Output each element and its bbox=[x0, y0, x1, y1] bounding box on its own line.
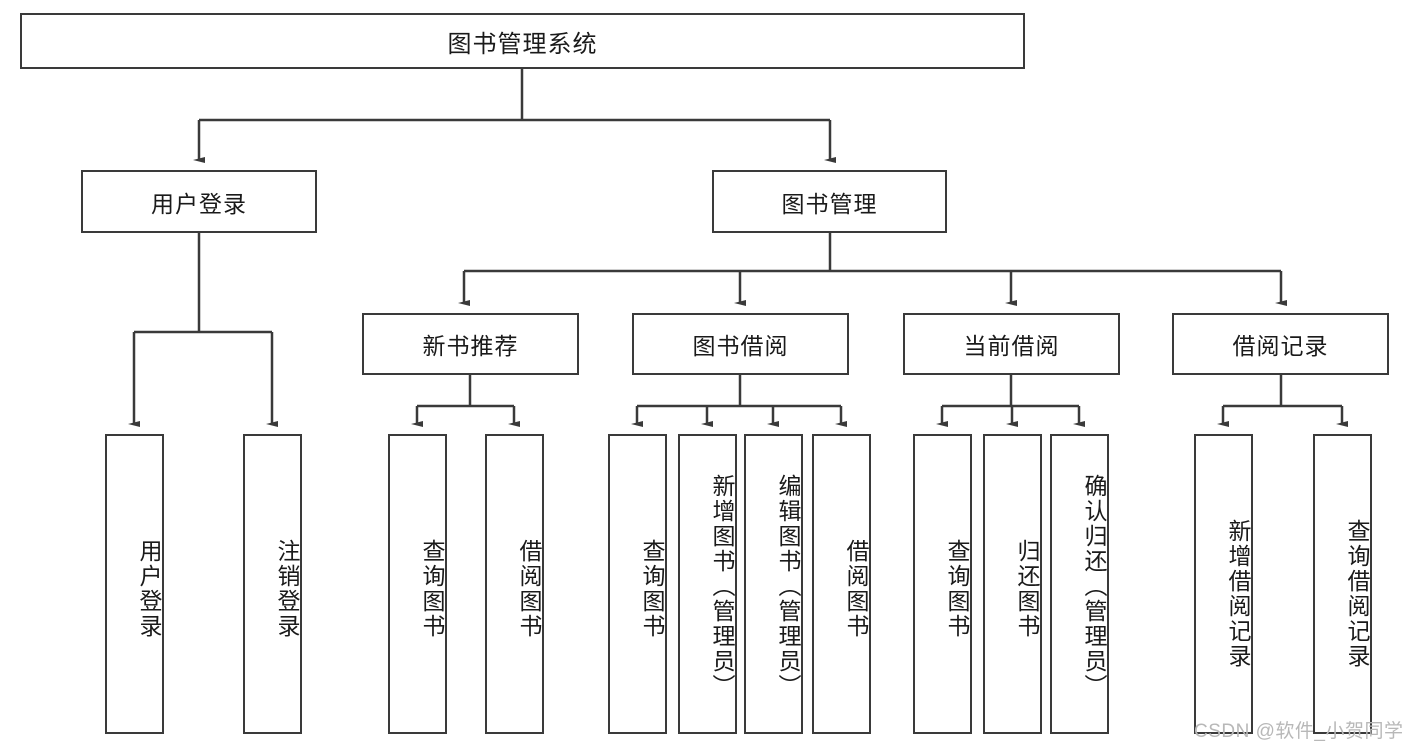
node-leaf-query-book-3-label: 查询图书 bbox=[944, 539, 970, 639]
node-borrow-record[interactable]: 借阅记录 bbox=[1172, 313, 1389, 375]
node-leaf-logout-label: 注销登录 bbox=[274, 539, 300, 639]
node-leaf-add-record-label: 新增借阅记录 bbox=[1225, 519, 1251, 669]
node-leaf-query-book-1-label: 查询图书 bbox=[419, 539, 445, 639]
node-new-book-rec[interactable]: 新书推荐 bbox=[362, 313, 579, 375]
node-user-login-label: 用户登录 bbox=[151, 190, 247, 217]
node-leaf-edit-book[interactable]: 编辑图书（管理员） bbox=[744, 434, 803, 734]
node-root[interactable]: 图书管理系统 bbox=[20, 13, 1025, 69]
node-user-login[interactable]: 用户登录 bbox=[81, 170, 317, 233]
node-leaf-borrow-book-1-label: 借阅图书 bbox=[516, 539, 542, 639]
node-leaf-return-book[interactable]: 归还图书 bbox=[983, 434, 1042, 734]
node-leaf-user-login-label: 用户登录 bbox=[136, 539, 162, 639]
node-root-label: 图书管理系统 bbox=[447, 30, 598, 58]
node-book-manage-label: 图书管理 bbox=[781, 190, 878, 217]
watermark-text: CSDN @软件_小贺同学 bbox=[1194, 721, 1404, 742]
node-leaf-query-book-3[interactable]: 查询图书 bbox=[913, 434, 972, 734]
node-leaf-add-book-label: 新增图书（管理员） bbox=[709, 473, 735, 699]
node-leaf-confirm-return-label: 确认归还（管理员） bbox=[1081, 473, 1107, 699]
node-book-manage[interactable]: 图书管理 bbox=[712, 170, 947, 233]
node-leaf-add-book[interactable]: 新增图书（管理员） bbox=[678, 434, 737, 734]
node-book-borrow-label: 图书借阅 bbox=[692, 333, 789, 359]
node-current-borrow-label: 当前借阅 bbox=[963, 333, 1060, 359]
node-leaf-query-book-2[interactable]: 查询图书 bbox=[608, 434, 667, 734]
node-leaf-edit-book-label: 编辑图书（管理员） bbox=[775, 473, 801, 699]
node-leaf-confirm-return[interactable]: 确认归还（管理员） bbox=[1050, 434, 1109, 734]
node-leaf-borrow-book-1[interactable]: 借阅图书 bbox=[485, 434, 544, 734]
node-leaf-logout[interactable]: 注销登录 bbox=[243, 434, 302, 734]
node-leaf-query-book-2-label: 查询图书 bbox=[639, 539, 665, 639]
node-leaf-borrow-book-2-label: 借阅图书 bbox=[843, 539, 869, 639]
node-current-borrow[interactable]: 当前借阅 bbox=[903, 313, 1120, 375]
node-leaf-query-record[interactable]: 查询借阅记录 bbox=[1313, 434, 1372, 734]
node-borrow-record-label: 借阅记录 bbox=[1232, 333, 1329, 359]
node-leaf-borrow-book-2[interactable]: 借阅图书 bbox=[812, 434, 871, 734]
node-book-borrow[interactable]: 图书借阅 bbox=[632, 313, 849, 375]
node-leaf-query-book-1[interactable]: 查询图书 bbox=[388, 434, 447, 734]
node-leaf-user-login[interactable]: 用户登录 bbox=[105, 434, 164, 734]
node-leaf-query-record-label: 查询借阅记录 bbox=[1344, 519, 1370, 669]
node-leaf-return-book-label: 归还图书 bbox=[1014, 539, 1040, 639]
watermark: CSDN @软件_小贺同学 bbox=[1194, 716, 1403, 743]
node-new-book-rec-label: 新书推荐 bbox=[422, 333, 519, 359]
node-leaf-add-record[interactable]: 新增借阅记录 bbox=[1194, 434, 1253, 734]
